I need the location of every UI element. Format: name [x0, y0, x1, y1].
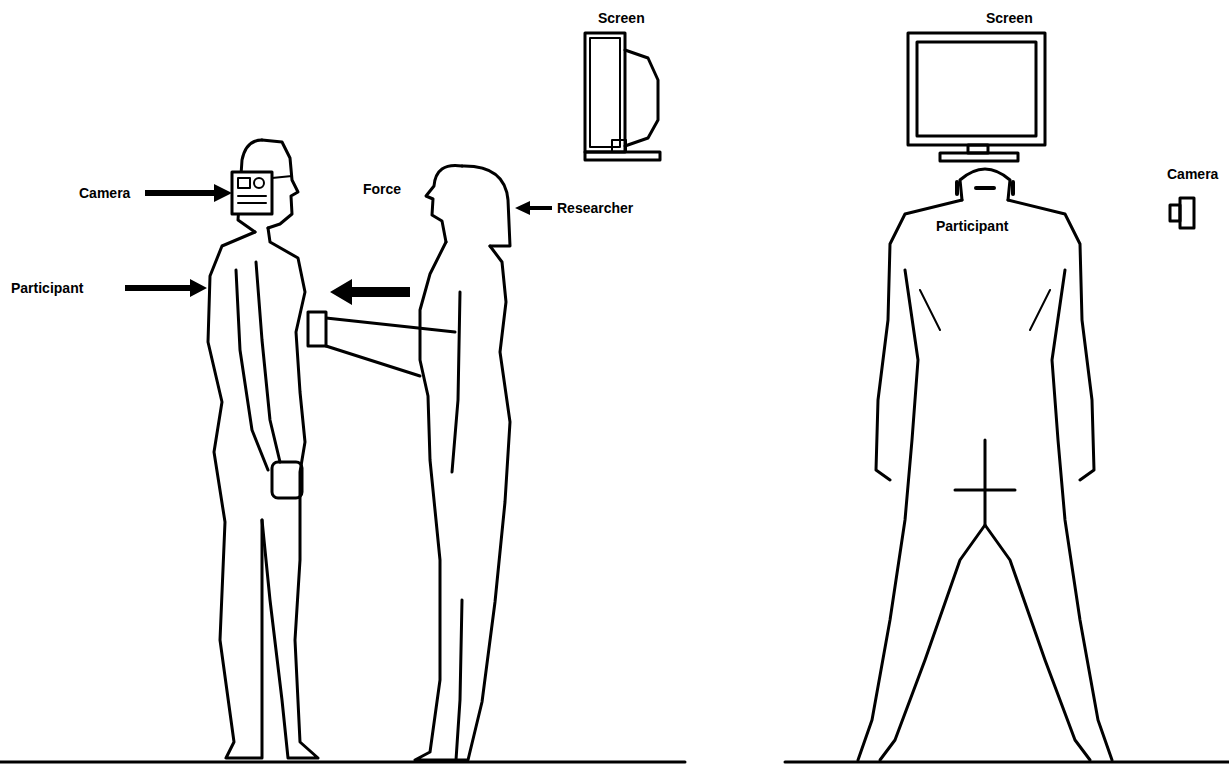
figure-label: Screen	[597, 10, 646, 26]
researcher-side-figure	[308, 165, 510, 760]
figure-label: Screen	[985, 10, 1034, 26]
cross-mark	[955, 489, 1015, 492]
participant-rear-figure	[858, 169, 1112, 760]
force-arrow	[330, 279, 410, 305]
figure-label: Force	[362, 181, 402, 197]
camera-arrow	[145, 184, 232, 202]
participant-side-figure	[208, 140, 318, 758]
ground-line	[0, 761, 685, 764]
figure-label: Researcher	[556, 200, 634, 216]
side-camera	[1170, 198, 1194, 228]
head-camera	[232, 172, 272, 214]
researcher-arrow	[515, 201, 552, 215]
force-sensor	[308, 312, 326, 346]
figure-label: Camera	[78, 185, 131, 201]
figure-label: Participant	[935, 218, 1009, 234]
figure-label: Participant	[10, 280, 84, 296]
ground-line	[785, 761, 1229, 764]
screen-side-view	[585, 33, 660, 160]
screen-front-view	[908, 33, 1045, 161]
participant-arrow	[125, 279, 207, 297]
figure-label: Camera	[1166, 166, 1219, 182]
